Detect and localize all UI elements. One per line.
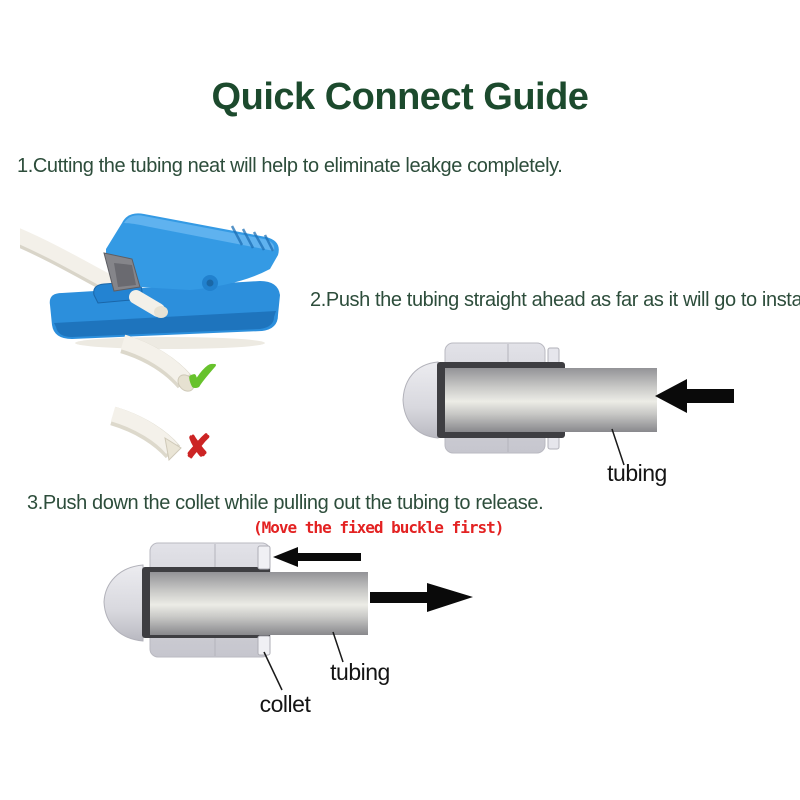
tube-cutter-illustration bbox=[20, 213, 280, 349]
step3-instruction: 3.Push down the collet while pulling out… bbox=[27, 492, 544, 514]
bad-tube-cut-face bbox=[164, 436, 182, 462]
tubing-stub-end bbox=[154, 306, 168, 318]
collet-label: collet bbox=[259, 691, 311, 717]
fitting-diagram-install bbox=[402, 342, 734, 466]
collet-leader-line bbox=[263, 651, 283, 691]
install-arrow-icon bbox=[655, 379, 734, 413]
step2-instruction: 2.Push the tubing straight ahead as far … bbox=[310, 289, 800, 311]
fitting-dome bbox=[402, 361, 439, 439]
tubing-leader-line bbox=[332, 631, 344, 663]
collet-push-arrow-icon bbox=[273, 547, 361, 567]
collet-tab-top bbox=[257, 545, 271, 570]
good-cut-check-icon: ✔ bbox=[185, 353, 221, 400]
tubing-stub bbox=[129, 290, 165, 317]
tubing-label: tubing bbox=[607, 460, 667, 486]
good-tube-cut-face bbox=[177, 374, 195, 392]
bad-tube bbox=[110, 406, 178, 455]
tubing-leader-line bbox=[611, 428, 625, 466]
collet-tab-bottom bbox=[257, 635, 271, 656]
tubing-label: tubing bbox=[330, 659, 390, 685]
cutter-blade-shade bbox=[114, 263, 136, 287]
fitting-dome bbox=[103, 564, 144, 642]
bad-cut-cross-icon: ✘ bbox=[184, 428, 212, 465]
good-tube bbox=[120, 334, 190, 385]
cutter-top-jaw-highlight bbox=[124, 215, 275, 251]
release-arrow-icon bbox=[370, 583, 473, 612]
cutter-pivot-center bbox=[206, 279, 214, 287]
page-title: Quick Connect Guide bbox=[211, 76, 589, 118]
inserted-tubing bbox=[445, 368, 657, 432]
fitting-diagram-release bbox=[103, 542, 473, 691]
cutter-grip-ridges bbox=[230, 225, 275, 252]
cutter-bottom-jaw-shade bbox=[54, 311, 276, 337]
released-tubing bbox=[150, 572, 368, 635]
step3-note: (Move the fixed buckle first) bbox=[253, 518, 504, 537]
cut-samples-illustration bbox=[110, 334, 195, 462]
step1-instruction: 1.Cutting the tubing neat will help to e… bbox=[17, 155, 563, 177]
